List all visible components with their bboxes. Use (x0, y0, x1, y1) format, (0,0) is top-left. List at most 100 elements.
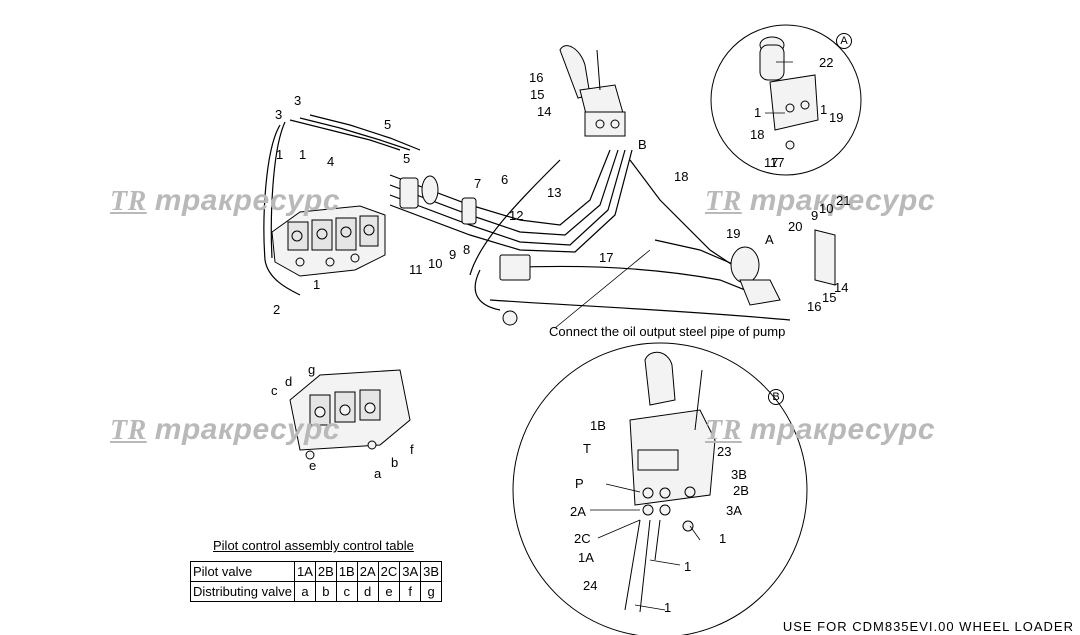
callout: 9 (811, 208, 819, 223)
callout: 16 (529, 70, 544, 85)
table-cell: 1B (335, 561, 358, 582)
callout: 15 (530, 87, 545, 102)
callout: 2A (570, 504, 586, 519)
table-cell: 1A (294, 561, 316, 582)
accumulator (730, 246, 781, 306)
callout: 14 (834, 280, 849, 295)
callout: 14 (537, 104, 552, 119)
table-cell: 3B (420, 561, 443, 582)
callout: 1 (276, 147, 284, 162)
callout: 13 (547, 185, 562, 200)
table-cell: 2A (356, 561, 379, 582)
table-cell: f (399, 581, 422, 602)
callout: 5 (403, 151, 411, 166)
callout: 18 (674, 169, 689, 184)
callout: 1B (590, 418, 606, 433)
callout: 19 (726, 226, 741, 241)
table-cell: d (356, 581, 379, 602)
callout: 19 (829, 110, 844, 125)
detail-a-marker: A (836, 33, 852, 49)
detail-a-accumulator (759, 36, 819, 150)
clamp-set (399, 175, 531, 326)
watermark-logo: TR (705, 186, 742, 217)
hose-bundle-left (263, 114, 791, 321)
footer-note: USE FOR CDM835EVI.00 WHEEL LOADER (782, 619, 1074, 634)
table-cell: b (314, 581, 337, 602)
callout: 6 (501, 172, 509, 187)
distributing-valve-main (271, 205, 386, 277)
table-cell: a (294, 581, 316, 602)
table-row: Pilot valve 1A 2B 1B 2A 2C 3A 3B (190, 561, 443, 582)
callout: 1 (684, 559, 692, 574)
callout: 17 (599, 250, 614, 265)
table-title: Pilot control assembly control table (213, 538, 414, 553)
callout: 7 (474, 176, 482, 191)
port-label: c (271, 383, 278, 398)
table-cell: 2B (314, 561, 337, 582)
table-cell: c (335, 581, 358, 602)
callout: 3B (731, 467, 747, 482)
bracket-20 (814, 229, 836, 286)
callout: 18 (750, 127, 765, 142)
detail-a-label: A (765, 232, 774, 247)
pilot-valve-joystick (559, 45, 626, 137)
port-label: g (308, 362, 316, 377)
detail-b-marker: B (768, 389, 784, 405)
table-cell: g (420, 581, 443, 602)
callout: 1 (719, 531, 727, 546)
callout: 16 (807, 299, 822, 314)
table-row: Distributing valve a b c d e f g (190, 581, 443, 602)
leader-lines (554, 61, 793, 611)
callout: 10 (428, 256, 443, 271)
callout: 24 (583, 578, 598, 593)
pump-caption: Connect the oil output steel pipe of pum… (549, 324, 786, 339)
callout: 8 (463, 242, 471, 257)
row-header: Distributing valve (190, 581, 295, 602)
callout: 2 (273, 302, 281, 317)
callout: 21 (836, 193, 851, 208)
callout: 2B (733, 483, 749, 498)
callout: 11 (409, 262, 423, 277)
table-cell: 3A (399, 561, 422, 582)
callout: 1 (820, 102, 828, 117)
callout: 2C (574, 531, 591, 546)
callout: 3A (726, 503, 742, 518)
port-label: e (309, 458, 317, 473)
callout: T (583, 441, 591, 456)
callout: 4 (327, 154, 335, 169)
table-cell: e (377, 581, 401, 602)
detail-b-label: B (638, 137, 647, 152)
callout: 10 (819, 201, 834, 216)
callout: P (575, 476, 584, 491)
watermark-text: тракресурс (749, 184, 936, 217)
callout: 1 (313, 277, 321, 292)
detail-b-pilot-valve (624, 351, 716, 613)
callout: 12 (509, 208, 524, 223)
distributing-valve-ports (289, 369, 411, 460)
table-cell: 2C (377, 561, 401, 582)
control-table: Pilot valve 1A 2B 1B 2A 2C 3A 3B Distrib… (190, 561, 443, 602)
watermark-text: тракресурс (749, 413, 936, 446)
callout: 9 (449, 247, 457, 262)
port-label: d (285, 374, 293, 389)
callout: 5 (384, 117, 392, 132)
callout: 15 (822, 290, 837, 305)
detail-a-circle (710, 24, 862, 176)
callout: 1 (754, 105, 762, 120)
watermark-text: тракресурс (154, 184, 341, 217)
callout: 1A (578, 550, 594, 565)
callout: 17 (770, 155, 785, 170)
port-label: a (374, 466, 382, 481)
callout: 23 (717, 444, 732, 459)
callout: 1 (664, 600, 672, 615)
callout: 20 (788, 219, 803, 234)
watermark-logo: TR (110, 186, 147, 217)
callout: 1 (299, 147, 307, 162)
callout: 3 (275, 107, 283, 122)
port-label: b (391, 455, 399, 470)
detail-b-circle (512, 342, 808, 635)
